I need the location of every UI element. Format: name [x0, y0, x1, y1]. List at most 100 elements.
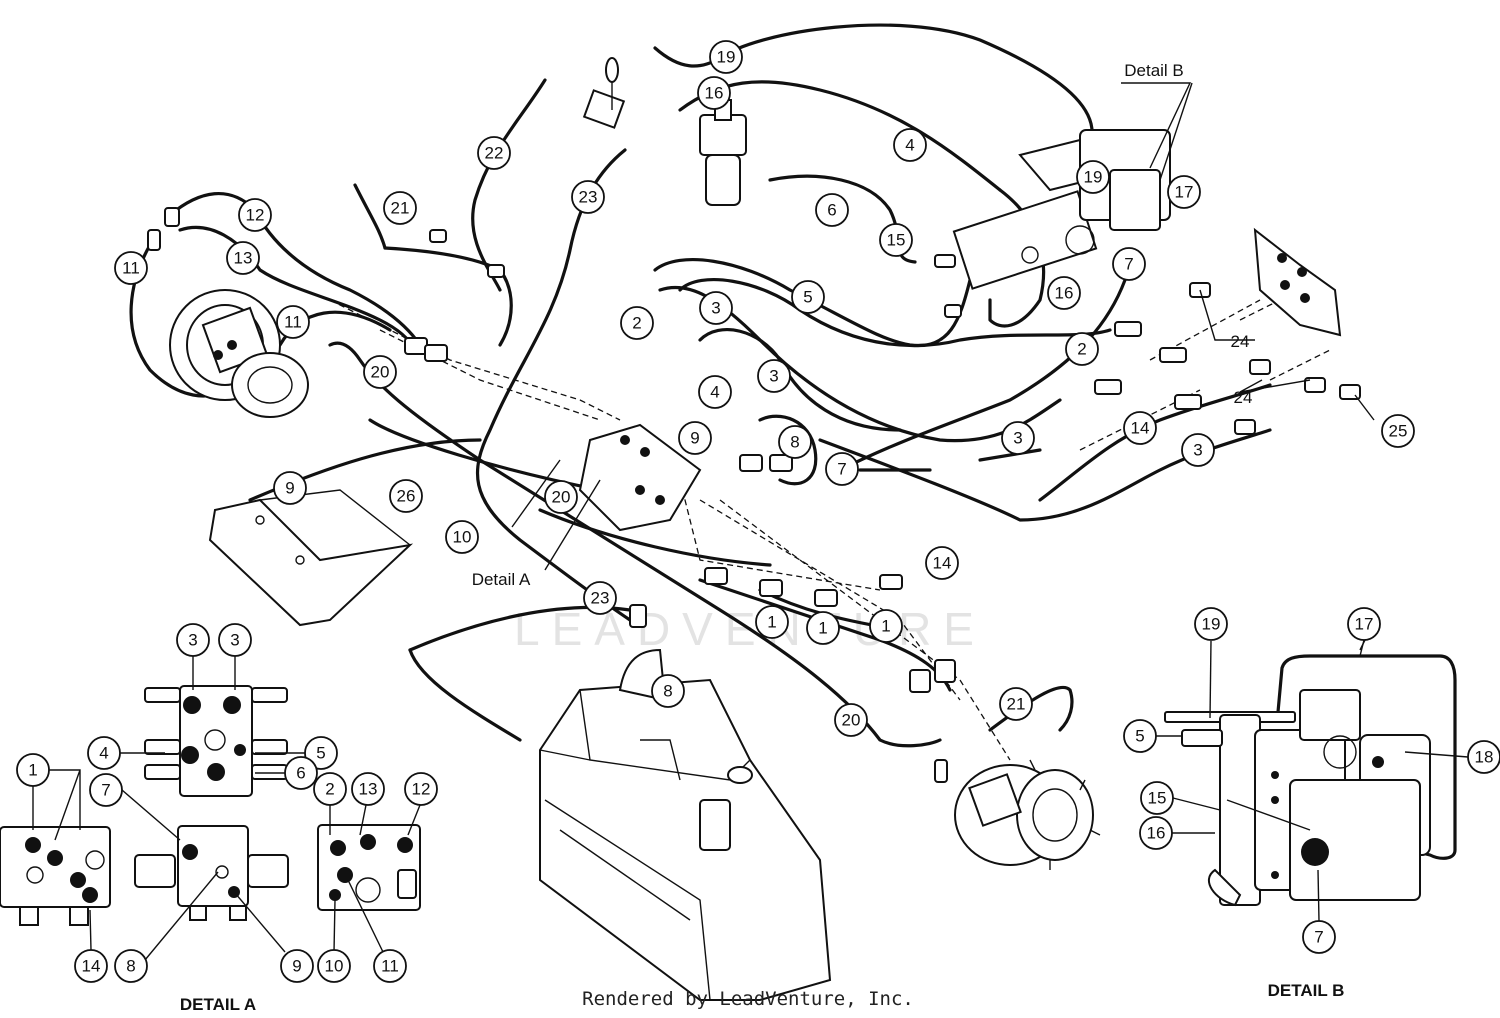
svg-text:1: 1 [767, 613, 776, 632]
svg-text:2: 2 [1077, 340, 1086, 359]
callout-2-right[interactable]: 2 [1065, 332, 1099, 366]
svg-text:19: 19 [1084, 168, 1103, 187]
detail-a-callout-9[interactable]: 9 [280, 949, 314, 983]
callout-5[interactable]: 5 [791, 280, 825, 314]
detail-b-callout-5[interactable]: 5 [1123, 719, 1157, 753]
svg-text:3: 3 [711, 299, 720, 318]
svg-text:11: 11 [122, 259, 140, 278]
detail-a-callout-8[interactable]: 8 [114, 949, 148, 983]
callout-19-top[interactable]: 19 [709, 40, 743, 74]
detail-b-callout-19[interactable]: 19 [1194, 607, 1228, 641]
callout-23-top[interactable]: 23 [571, 180, 605, 214]
svg-text:7: 7 [837, 460, 846, 479]
callout-20-low[interactable]: 20 [834, 703, 868, 737]
callout-9-valve[interactable]: 9 [678, 421, 712, 455]
detail-a-callout-11[interactable]: 11 [373, 949, 407, 983]
detail-a-callout-14[interactable]: 14 [74, 949, 108, 983]
callout-25[interactable]: 25 [1381, 414, 1415, 448]
detail-b-callout-17[interactable]: 17 [1347, 607, 1381, 641]
svg-text:8: 8 [790, 433, 799, 452]
callout-9-bracket[interactable]: 9 [273, 471, 307, 505]
svg-text:8: 8 [126, 957, 135, 976]
label-24-b[interactable]: 24 [1234, 388, 1253, 407]
svg-text:5: 5 [803, 288, 812, 307]
callout-16-right[interactable]: 16 [1047, 276, 1081, 310]
svg-text:7: 7 [101, 781, 110, 800]
detail-a-callout-7[interactable]: 7 [89, 773, 123, 807]
callout-15[interactable]: 15 [879, 223, 913, 257]
detail-a-callout-10[interactable]: 10 [317, 949, 351, 983]
right-wheel-motor [954, 759, 1101, 870]
label-24-a[interactable]: 24 [1231, 332, 1250, 351]
svg-text:8: 8 [663, 682, 672, 701]
part-callouts: 19 16 22 23 21 12 13 11 11 20 4 19 17 6 … [114, 40, 1415, 737]
callout-11-left[interactable]: 11 [114, 251, 148, 285]
svg-text:1: 1 [818, 619, 827, 638]
detail-a-callout-13[interactable]: 13 [351, 772, 385, 806]
detail-a-callout-1[interactable]: 1 [16, 753, 50, 787]
callout-4-top[interactable]: 4 [893, 128, 927, 162]
detail-a-callout-5[interactable]: 5 [304, 736, 338, 770]
callout-7-mid[interactable]: 7 [825, 452, 859, 486]
svg-text:6: 6 [827, 201, 836, 220]
filter-assembly [699, 99, 747, 206]
detail-a-callout-12[interactable]: 12 [404, 772, 438, 806]
callout-16-top[interactable]: 16 [697, 76, 731, 110]
callout-14-right[interactable]: 14 [1123, 411, 1157, 445]
svg-text:19: 19 [717, 48, 736, 67]
callout-1-a[interactable]: 1 [755, 605, 789, 639]
svg-text:14: 14 [1131, 419, 1150, 438]
callout-19-right[interactable]: 19 [1076, 160, 1110, 194]
callout-2-center[interactable]: 2 [620, 306, 654, 340]
callout-8-valve[interactable]: 8 [778, 425, 812, 459]
svg-text:3: 3 [769, 367, 778, 386]
callout-3-right[interactable]: 3 [1001, 421, 1035, 455]
callout-22[interactable]: 22 [477, 136, 511, 170]
callout-21-top[interactable]: 21 [383, 191, 417, 225]
label-detail-a[interactable]: Detail A [472, 570, 531, 589]
detail-a-callout-2[interactable]: 2 [313, 772, 347, 806]
svg-text:23: 23 [579, 188, 598, 207]
callout-3-mid[interactable]: 3 [757, 359, 791, 393]
callout-14-low[interactable]: 14 [925, 546, 959, 580]
callout-3-center[interactable]: 3 [699, 291, 733, 325]
callout-13[interactable]: 13 [226, 241, 260, 275]
detail-a-caption: DETAIL A [180, 995, 256, 1014]
svg-text:20: 20 [842, 711, 861, 730]
callout-20-left[interactable]: 20 [363, 355, 397, 389]
svg-text:3: 3 [230, 631, 239, 650]
svg-text:22: 22 [485, 144, 504, 163]
detail-b-callout-16[interactable]: 16 [1139, 816, 1173, 850]
pump-assembly [952, 129, 1171, 290]
svg-text:20: 20 [552, 488, 571, 507]
callout-26[interactable]: 26 [389, 479, 423, 513]
detail-b-callout-15[interactable]: 15 [1140, 781, 1174, 815]
callout-3-far[interactable]: 3 [1181, 433, 1215, 467]
callout-12[interactable]: 12 [238, 198, 272, 232]
svg-text:14: 14 [82, 957, 101, 976]
svg-text:12: 12 [246, 206, 265, 225]
detail-b-callout-18[interactable]: 18 [1467, 740, 1500, 774]
callout-11-mid[interactable]: 11 [276, 305, 310, 339]
detail-a-callout-3b[interactable]: 3 [218, 623, 252, 657]
label-detail-b[interactable]: Detail B [1124, 61, 1184, 80]
callout-21-low[interactable]: 21 [999, 687, 1033, 721]
detail-a-callout-4[interactable]: 4 [87, 736, 121, 770]
svg-text:2: 2 [632, 314, 641, 333]
svg-text:20: 20 [371, 363, 390, 382]
callout-10-center[interactable]: 10 [445, 520, 479, 554]
detail-a-callout-3a[interactable]: 3 [176, 623, 210, 657]
callout-6[interactable]: 6 [815, 193, 849, 227]
callout-1-b[interactable]: 1 [806, 611, 840, 645]
callout-7-right[interactable]: 7 [1112, 247, 1146, 281]
callout-20-center[interactable]: 20 [544, 480, 578, 514]
hose-fittings [147, 207, 1361, 783]
callout-8-tank[interactable]: 8 [651, 674, 685, 708]
callout-17-top[interactable]: 17 [1167, 175, 1201, 209]
callout-23-low[interactable]: 23 [583, 581, 617, 615]
detail-b-callout-7[interactable]: 7 [1302, 920, 1336, 954]
callout-4-mid[interactable]: 4 [698, 375, 732, 409]
callout-1-c[interactable]: 1 [869, 609, 903, 643]
detail-a-callout-6[interactable]: 6 [284, 756, 318, 790]
lever-valve [582, 57, 626, 129]
